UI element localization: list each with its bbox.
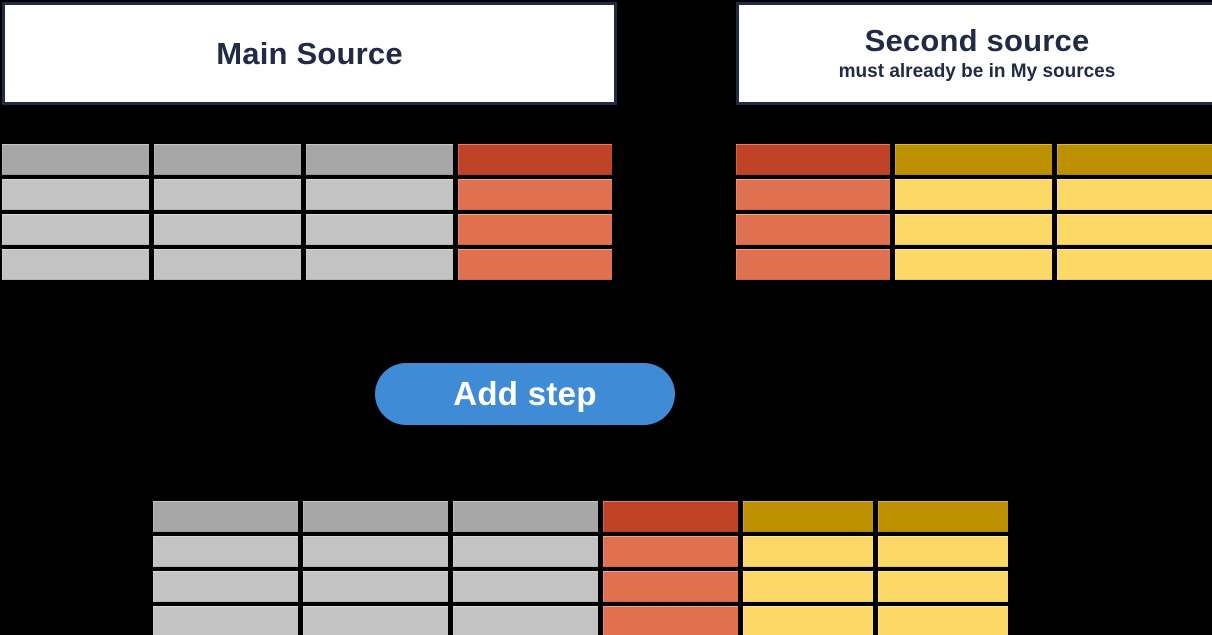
table-cell-red bbox=[736, 249, 890, 280]
table-cell-gold bbox=[1057, 214, 1212, 245]
table-cell-gold bbox=[1057, 179, 1212, 210]
table-cell-red bbox=[736, 214, 890, 245]
table-cell-red-header bbox=[603, 501, 738, 532]
table-cell-gray-header bbox=[154, 144, 301, 175]
table-cell-gold bbox=[878, 536, 1008, 567]
table-cell-gray bbox=[2, 249, 149, 280]
table-cell-gold bbox=[878, 606, 1008, 635]
table-cell-gold bbox=[895, 214, 1052, 245]
table-cell-gray bbox=[303, 606, 448, 635]
table-cell-red bbox=[603, 536, 738, 567]
table-cell-gray bbox=[154, 214, 301, 245]
table-cell-red bbox=[603, 606, 738, 635]
table-cell-red-header bbox=[458, 144, 612, 175]
table-cell-gold-header bbox=[895, 144, 1052, 175]
table-cell-red bbox=[458, 179, 612, 210]
table-cell-gray bbox=[153, 536, 298, 567]
second-source-table bbox=[736, 144, 1212, 280]
table-cell-gray bbox=[154, 179, 301, 210]
table-cell-gray bbox=[303, 536, 448, 567]
main-source-label-box: Main Source bbox=[2, 2, 617, 105]
second-source-label-box: Second source must already be in My sour… bbox=[736, 2, 1212, 105]
table-cell-red bbox=[458, 214, 612, 245]
table-cell-gold bbox=[895, 179, 1052, 210]
table-cell-gray-header bbox=[306, 144, 453, 175]
table-cell-gold bbox=[878, 571, 1008, 602]
table-cell-gold-header bbox=[878, 501, 1008, 532]
table-cell-gray bbox=[153, 571, 298, 602]
table-cell-gray bbox=[453, 536, 598, 567]
table-cell-gray bbox=[153, 606, 298, 635]
table-cell-gray-header bbox=[453, 501, 598, 532]
table-cell-gray bbox=[306, 179, 453, 210]
table-cell-gray bbox=[303, 571, 448, 602]
result-table bbox=[153, 501, 1008, 635]
table-cell-gold bbox=[743, 606, 873, 635]
table-cell-gold bbox=[895, 249, 1052, 280]
main-source-title: Main Source bbox=[216, 35, 403, 71]
table-cell-gold bbox=[743, 571, 873, 602]
table-cell-gray bbox=[2, 179, 149, 210]
table-cell-gray bbox=[2, 214, 149, 245]
table-cell-gray bbox=[453, 571, 598, 602]
table-cell-red bbox=[736, 179, 890, 210]
table-cell-gold-header bbox=[1057, 144, 1212, 175]
add-step-button[interactable]: Add step bbox=[375, 363, 675, 425]
table-cell-gray-header bbox=[303, 501, 448, 532]
table-cell-gray bbox=[154, 249, 301, 280]
second-source-subtitle: must already be in My sources bbox=[838, 60, 1116, 82]
table-cell-red bbox=[603, 571, 738, 602]
table-cell-gray-header bbox=[2, 144, 149, 175]
table-cell-gold bbox=[1057, 249, 1212, 280]
table-cell-gold-header bbox=[743, 501, 873, 532]
table-cell-red-header bbox=[736, 144, 890, 175]
second-source-title: Second source bbox=[864, 23, 1090, 59]
table-cell-gold bbox=[743, 536, 873, 567]
table-cell-gray-header bbox=[153, 501, 298, 532]
table-cell-red bbox=[458, 249, 612, 280]
table-cell-gray bbox=[306, 249, 453, 280]
table-cell-gray bbox=[453, 606, 598, 635]
table-cell-gray bbox=[306, 214, 453, 245]
main-source-table bbox=[2, 144, 612, 280]
